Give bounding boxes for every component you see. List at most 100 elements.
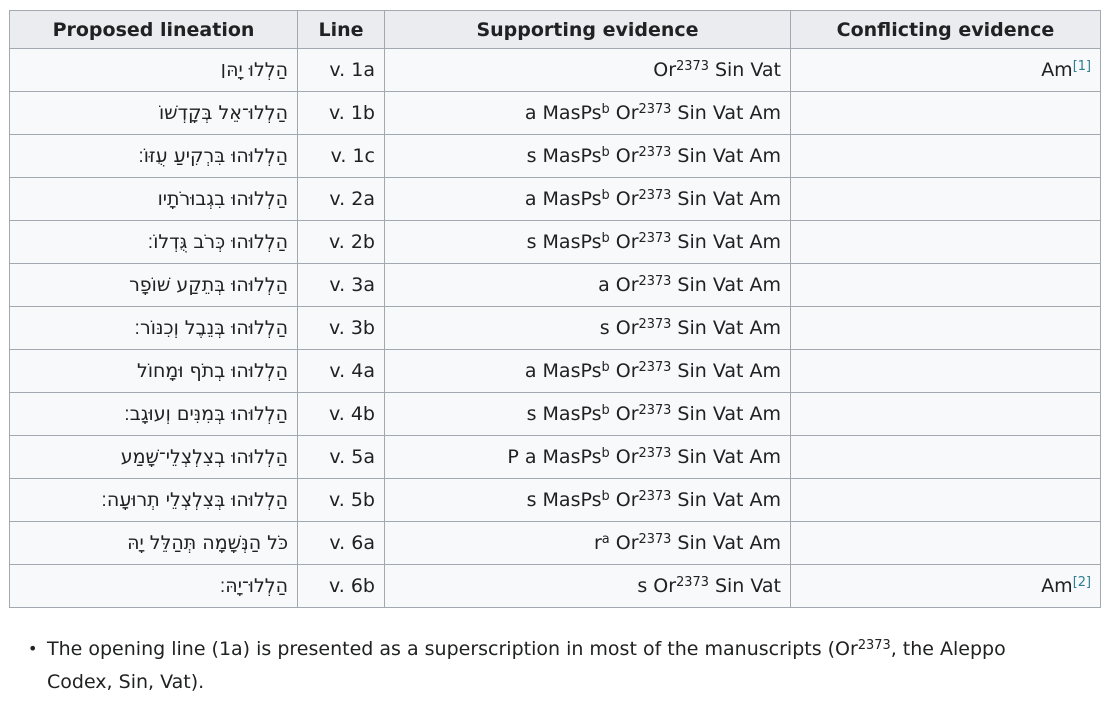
line-cell: v. 1c	[297, 134, 385, 178]
lineation-cell: הַלְלוּהוּ בְתֹף וּמָחוֹל	[9, 349, 298, 393]
superscript: 2373	[638, 145, 672, 161]
supporting-evidence-cell: Or2373 Sin Vat	[384, 48, 791, 92]
superscript: 2373	[638, 360, 672, 376]
conflicting-evidence-cell	[790, 521, 1101, 565]
line-cell: v. 3b	[297, 306, 385, 350]
footnote-ref-link[interactable]: [2]	[1072, 575, 1091, 591]
line-cell: v. 4a	[297, 349, 385, 393]
conflicting-evidence-cell: Am[2]	[790, 564, 1101, 608]
supporting-evidence-cell: s MasPsb Or2373 Sin Vat Am	[384, 478, 791, 522]
superscript: 2373	[638, 274, 672, 290]
supporting-evidence-cell: a Or2373 Sin Vat Am	[384, 263, 791, 307]
supporting-evidence-cell: s Or2373 Sin Vat	[384, 564, 791, 608]
superscript: 2373	[638, 532, 672, 548]
conflicting-evidence-cell	[790, 220, 1101, 264]
lineation-cell: הַלְלוּהוּ בְּצִלְצְלֵי תְרוּעָה׃	[9, 478, 298, 522]
line-cell: v. 1a	[297, 48, 385, 92]
supporting-evidence-cell: s Or2373 Sin Vat Am	[384, 306, 791, 350]
lineation-cell: הַלְלוּ יָהּ׀	[9, 48, 298, 92]
conflicting-evidence-cell	[790, 91, 1101, 135]
superscript: 2373	[638, 489, 672, 505]
note-text: The opening line (1a) is presented as a …	[47, 638, 1006, 693]
superscript: 2373	[857, 638, 891, 654]
col-header-supporting-evidence: Supporting evidence	[384, 10, 791, 49]
line-cell: v. 5a	[297, 435, 385, 479]
conflicting-evidence-cell	[790, 392, 1101, 436]
supporting-evidence-cell: a MasPsb Or2373 Sin Vat Am	[384, 91, 791, 135]
superscript: b	[601, 145, 610, 161]
lineation-cell: הַלְלוּ־אֵל בְּקָדְשׁוֹ	[9, 91, 298, 135]
supporting-evidence-cell: a MasPsb Or2373 Sin Vat Am	[384, 349, 791, 393]
conflicting-evidence-cell	[790, 349, 1101, 393]
superscript: b	[601, 360, 610, 376]
supporting-evidence-cell: a MasPsb Or2373 Sin Vat Am	[384, 177, 791, 221]
lineation-table: Proposed lineation Line Supporting evide…	[9, 10, 1101, 608]
bullet-marker: •	[28, 639, 38, 658]
line-cell: v. 6a	[297, 521, 385, 565]
superscript: 2373	[676, 59, 709, 75]
superscript: 2373	[638, 102, 672, 118]
supporting-evidence-cell: ra Or2373 Sin Vat Am	[384, 521, 791, 565]
header-row: Proposed lineation Line Supporting evide…	[9, 10, 1101, 49]
superscript: 2373	[638, 446, 672, 462]
conflicting-evidence-cell	[790, 177, 1101, 221]
conflicting-evidence-cell	[790, 134, 1101, 178]
line-cell: v. 1b	[297, 91, 385, 135]
supporting-evidence-cell: s MasPsb Or2373 Sin Vat Am	[384, 134, 791, 178]
superscript: b	[601, 489, 610, 505]
conflicting-evidence-cell	[790, 435, 1101, 479]
superscript: a	[601, 532, 610, 548]
line-cell: v. 3a	[297, 263, 385, 307]
line-cell: v. 4b	[297, 392, 385, 436]
conflicting-evidence-cell	[790, 306, 1101, 350]
superscript: 2373	[638, 403, 672, 419]
lineation-cell: הַלְלוּהוּ בְצִלְצְלֵי־שָׁמַע	[9, 435, 298, 479]
line-cell: v. 2b	[297, 220, 385, 264]
superscript: 2373	[638, 317, 672, 333]
supporting-evidence-cell: P a MasPsb Or2373 Sin Vat Am	[384, 435, 791, 479]
lineation-cell: כֹּל הַנְּשָׁמָה תְּהַלֵּל יָהּ	[9, 521, 298, 565]
conflicting-evidence-cell: Am[1]	[790, 48, 1101, 92]
lineation-cell: הַלְלוּהוּ בְּנֵבֶל וְכִנּוֹר׃	[9, 306, 298, 350]
lineation-cell: הַלְלוּהוּ בְּמִנִּים וְעוּגָב׃	[9, 392, 298, 436]
superscript: 2373	[638, 188, 672, 204]
superscript: 2373	[638, 231, 672, 247]
notes-list: • The opening line (1a) is presented as a…	[22, 633, 1027, 699]
lineation-cell: הַלְלוּ־יָהּ׃	[9, 564, 298, 608]
col-header-conflicting-evidence: Conflicting evidence	[790, 10, 1101, 49]
supporting-evidence-cell: s MasPsb Or2373 Sin Vat Am	[384, 220, 791, 264]
superscript: b	[601, 188, 610, 204]
lineation-cell: הַלְלוּהוּ בִּרְקִיעַ עֻזּוֹ׃	[9, 134, 298, 178]
supporting-evidence-cell: s MasPsb Or2373 Sin Vat Am	[384, 392, 791, 436]
line-cell: v. 6b	[297, 564, 385, 608]
col-header-proposed-lineation: Proposed lineation	[9, 10, 298, 49]
superscript: b	[601, 446, 610, 462]
conflicting-evidence-cell	[790, 263, 1101, 307]
col-header-line: Line	[297, 10, 385, 49]
superscript: b	[601, 231, 610, 247]
note-item: • The opening line (1a) is presented as a…	[22, 633, 1027, 699]
superscript: b	[601, 102, 610, 118]
footnote-ref-link[interactable]: [1]	[1072, 59, 1091, 75]
superscript: b	[601, 403, 610, 419]
superscript: 2373	[676, 575, 709, 591]
lineation-cell: הַלְלוּהוּ כְּרֹב גֻּדְלוֹ׃	[9, 220, 298, 264]
line-cell: v. 2a	[297, 177, 385, 221]
lineation-cell: הַלְלוּהוּ בִגְבוּרֹתָיו	[9, 177, 298, 221]
line-cell: v. 5b	[297, 478, 385, 522]
conflicting-evidence-cell	[790, 478, 1101, 522]
